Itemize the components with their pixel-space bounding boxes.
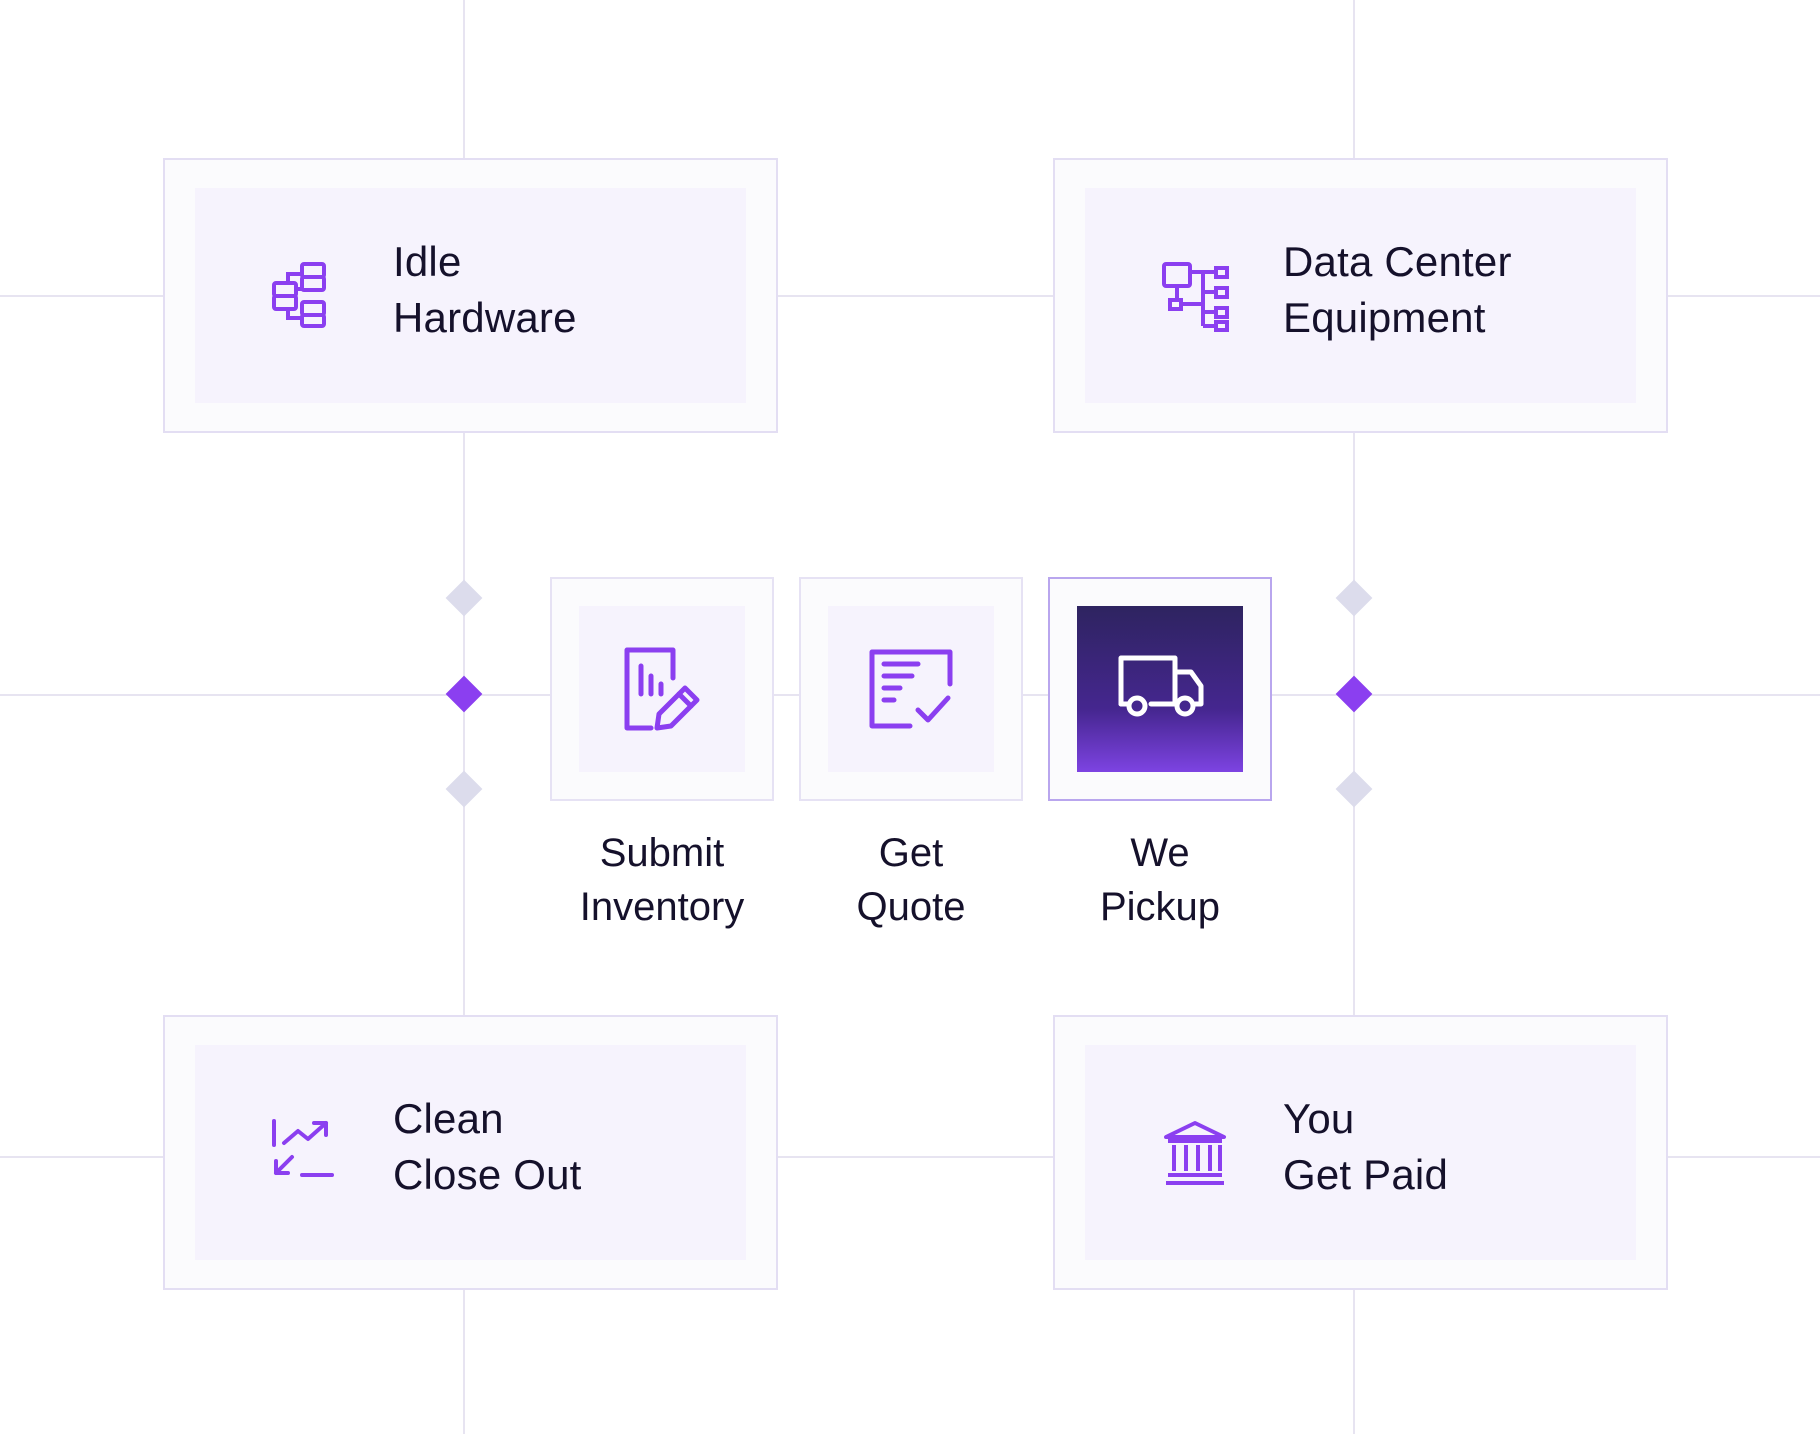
network-hierarchy-icon <box>1162 262 1229 332</box>
connector-diamond-right-lower <box>1335 770 1373 808</box>
grid-line-left <box>463 0 465 1434</box>
bank-icon <box>1164 1121 1226 1185</box>
step-label-submit-inventory: Submit Inventory <box>579 831 745 929</box>
card-panel: Idle Hardware <box>195 188 746 403</box>
card-panel: Clean Close Out <box>195 1045 746 1260</box>
document-edit-icon <box>624 647 700 731</box>
card-data-center-equipment: Data Center Equipment <box>1053 158 1668 433</box>
connector-diamond-right-active <box>1335 675 1373 713</box>
server-blocks-icon <box>272 262 326 328</box>
truck-icon <box>1118 655 1204 717</box>
step-submit-inventory[interactable] <box>550 577 774 801</box>
card-title: Data Center Equipment <box>1283 238 1512 341</box>
step-label-we-pickup: We Pickup <box>1099 831 1221 929</box>
trend-arrows-icon <box>272 1119 334 1177</box>
connector-diamond-left-active <box>445 675 483 713</box>
grid-line-bottom <box>0 1156 1820 1158</box>
card-clean-close-out: Clean Close Out <box>163 1015 778 1290</box>
step-label-get-quote: Get Quote <box>856 831 966 929</box>
step-get-quote[interactable] <box>799 577 1023 801</box>
connector-diamond-right-upper <box>1335 579 1373 617</box>
card-panel: You Get Paid <box>1085 1045 1636 1260</box>
card-you-get-paid: You Get Paid <box>1053 1015 1668 1290</box>
card-title: Idle Hardware <box>393 238 577 341</box>
card-idle-hardware: Idle Hardware <box>163 158 778 433</box>
step-tile <box>579 606 745 772</box>
grid-line-right <box>1353 0 1355 1434</box>
step-we-pickup[interactable] <box>1048 577 1272 801</box>
step-tile <box>1077 606 1243 772</box>
step-tile <box>828 606 994 772</box>
quote-checklist-icon <box>869 649 953 729</box>
connector-diamond-left-lower <box>445 770 483 808</box>
connector-diamond-left-upper <box>445 579 483 617</box>
card-title: Clean Close Out <box>393 1095 582 1198</box>
card-panel: Data Center Equipment <box>1085 188 1636 403</box>
card-title: You Get Paid <box>1283 1095 1449 1198</box>
grid-line-top <box>0 295 1820 297</box>
